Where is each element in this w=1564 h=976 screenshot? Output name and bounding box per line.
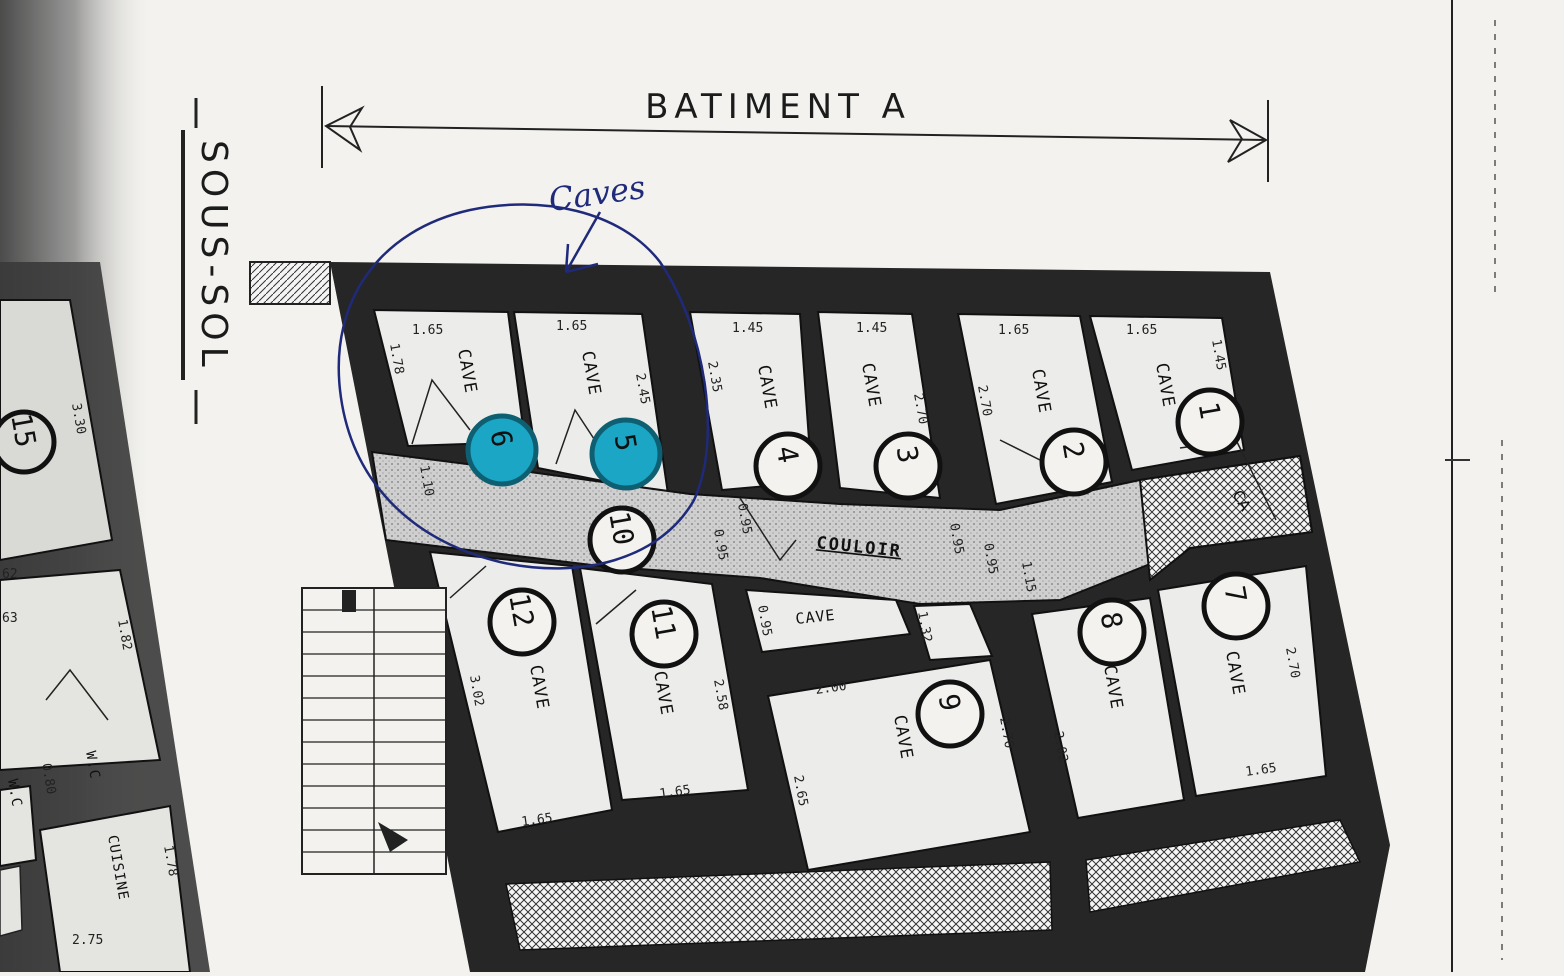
dim-2-w: 1.65	[998, 323, 1029, 338]
building-title: BATIMENT A	[645, 87, 911, 127]
door-6	[411, 378, 471, 445]
door-5	[555, 408, 601, 465]
dim-6-w: 1.65	[412, 323, 443, 338]
annotation-circle	[337, 203, 710, 570]
annotation-arrow-icon	[564, 211, 602, 274]
room-number-8: 8	[1094, 609, 1129, 631]
room-11	[578, 566, 750, 802]
dim-6-h: 1.78	[386, 342, 406, 375]
dim-5-w: 1.65	[556, 319, 587, 334]
room-number-4: 4	[770, 443, 805, 465]
left-dim-2: 0.80	[38, 762, 58, 795]
marker-6	[465, 413, 539, 487]
room-number-6: 6	[484, 427, 519, 449]
dim-12-w: 1.65	[520, 811, 553, 830]
wc-label-2: W.C	[4, 778, 25, 809]
circle-10	[587, 505, 657, 575]
room-number-9: 9	[932, 691, 967, 713]
corridor-dim-5: 0.95	[980, 542, 1000, 575]
room-9-annex	[912, 602, 994, 662]
circle-15	[0, 409, 57, 475]
dim-11-w: 1.65	[658, 783, 691, 802]
left-dim-4: 1.78	[160, 844, 180, 877]
room-9	[766, 658, 1032, 872]
dim-11-h: 2.58	[710, 678, 730, 711]
labels: 1.65 1.78 CAVE 1.65 2.45 CAVE 1.45 2.35 …	[2, 319, 1302, 948]
arrow-right-icon	[1227, 119, 1269, 163]
room-number-3: 3	[890, 443, 925, 465]
room-7	[1156, 564, 1328, 798]
dim-7-h: 2.70	[1282, 646, 1302, 679]
corridor-dim-3: 0.95	[734, 502, 754, 535]
dim-9-h2: 2.70	[996, 716, 1016, 749]
circle-3	[873, 431, 943, 501]
small-cave-dim-2: 1.32	[914, 610, 934, 643]
dim-15: 3.30	[68, 402, 88, 435]
corridor-dim-2: 0.95	[710, 528, 730, 561]
room-number-5: 5	[608, 431, 643, 453]
stair-arrow-icon	[378, 822, 408, 852]
circle-8	[1077, 597, 1147, 667]
room-number-7: 7	[1218, 583, 1253, 605]
circle-1	[1175, 387, 1245, 457]
level-label: SOUS-SOL	[193, 140, 234, 373]
dimension-line	[325, 125, 1267, 141]
door-10	[739, 497, 797, 562]
dim-4-w: 1.45	[732, 321, 763, 336]
room-number-circles: 6 5 10 4 3 2 1 12 11 9 8 7 15	[0, 387, 1271, 749]
dim-9-w: 2.00	[814, 679, 847, 698]
dim-1-h: 1.45	[1208, 338, 1228, 371]
room-number-15: 15	[4, 411, 42, 450]
corridor-dim-4: 0.95	[946, 522, 966, 555]
dim-4-h: 2.35	[704, 360, 724, 393]
corridor-dim-6: 1.15	[1018, 560, 1038, 593]
dim-8-h: 2.02	[1050, 730, 1070, 763]
circle-7	[1201, 571, 1271, 641]
door-12	[449, 565, 487, 599]
room-number-2: 2	[1056, 439, 1091, 461]
room-12	[428, 550, 614, 834]
left-dim-3: 2.75	[72, 933, 103, 948]
left-dim-6: 63	[2, 611, 18, 626]
dim-1-w: 1.65	[1126, 323, 1157, 338]
dim-3-h: 2.70	[910, 392, 930, 425]
staircase	[301, 587, 447, 875]
wc-label-1: W.C	[82, 750, 103, 781]
dim-12-h: 3.02	[466, 674, 486, 707]
dim-7-w: 1.65	[1244, 761, 1277, 780]
small-cave-dim: 0.95	[754, 604, 774, 637]
room-number-11: 11	[644, 603, 682, 642]
small-cave-label: CAVE	[795, 606, 837, 628]
left-dim-5: 62	[2, 567, 18, 582]
dim-2-h: 2.70	[974, 384, 994, 417]
dim-5-h: 2.45	[632, 372, 652, 405]
room-number-10: 10	[602, 509, 640, 548]
dim-9-h: 2.65	[790, 774, 810, 807]
circle-2	[1039, 427, 1109, 497]
left-dim-1: 1.82	[114, 618, 134, 651]
circle-11	[629, 599, 699, 669]
marker-5	[589, 417, 663, 491]
dim-3-w: 1.45	[856, 321, 887, 336]
circle-9	[915, 679, 985, 749]
arrow-left-icon	[324, 105, 365, 153]
circle-4	[753, 431, 823, 501]
room-number-12: 12	[502, 591, 540, 630]
room-number-1: 1	[1192, 399, 1227, 421]
circle-12	[487, 587, 557, 657]
bottom-strip-right	[1085, 819, 1362, 913]
wall-stub	[249, 261, 331, 305]
small-cave	[744, 588, 912, 654]
door-11	[595, 589, 637, 625]
corridor-dim-1: 1.10	[416, 464, 436, 497]
corridor-end	[1138, 454, 1314, 582]
bottom-strip-left	[505, 861, 1053, 951]
